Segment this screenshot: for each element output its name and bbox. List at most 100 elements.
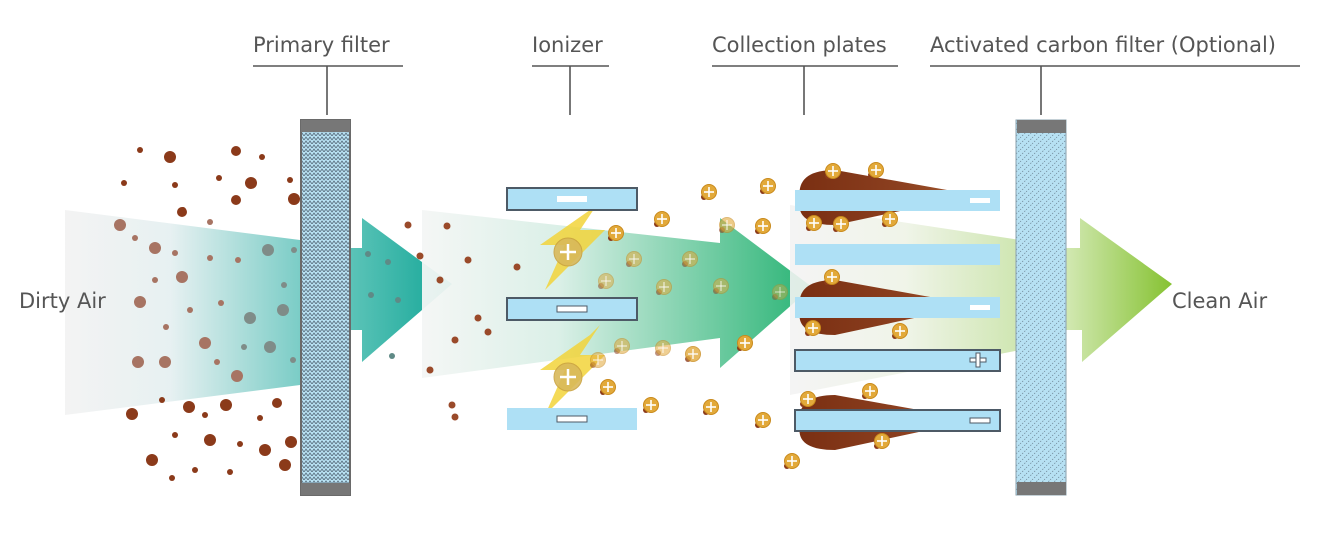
- dust-particle: [231, 370, 243, 382]
- dust-particle: [448, 401, 456, 409]
- dust-particle: [474, 314, 482, 322]
- carbon-filter-cap-top: [1017, 120, 1066, 133]
- dust-particle: [772, 294, 778, 300]
- dust-particle: [132, 235, 138, 241]
- dust-particle: [192, 467, 198, 473]
- dust-particle: [259, 444, 271, 456]
- dust-particle: [202, 412, 208, 418]
- dust-particle: [368, 292, 374, 298]
- collection-plate: [795, 244, 1000, 265]
- clean-air-label: Clean Air: [1172, 289, 1268, 313]
- dust-particle: [204, 434, 216, 446]
- primary-filter-label: Primary filter: [253, 33, 390, 57]
- dust-particle: [132, 356, 144, 368]
- dust-particle: [187, 307, 193, 313]
- dust-particle: [134, 296, 146, 308]
- ionizer-label: Ionizer: [532, 33, 603, 57]
- dust-particle: [159, 356, 171, 368]
- dust-particle: [290, 357, 296, 363]
- dust-particle: [288, 193, 300, 205]
- negative-sign: [970, 198, 990, 203]
- dust-particle: [159, 397, 165, 403]
- dust-particle: [259, 154, 265, 160]
- dust-particle: [235, 257, 241, 263]
- dust-particle: [264, 341, 276, 353]
- dust-particle: [262, 244, 274, 256]
- dust-particle: [416, 252, 424, 260]
- filters-layer: [300, 119, 1067, 496]
- dust-particle: [281, 282, 287, 288]
- dust-particle: [172, 432, 178, 438]
- dust-particle: [436, 276, 444, 284]
- dust-particle: [172, 182, 178, 188]
- dust-particle: [395, 297, 401, 303]
- dust-particle: [279, 459, 291, 471]
- dust-particle: [244, 312, 256, 324]
- dust-particle: [231, 195, 241, 205]
- dust-particle: [172, 250, 178, 256]
- dust-particle: [146, 454, 158, 466]
- dust-particle: [169, 475, 175, 481]
- dust-particle: [245, 177, 257, 189]
- negative-sign: [969, 417, 991, 424]
- dust-particle: [216, 175, 222, 181]
- collection-plate: [794, 409, 1001, 432]
- clean-air-arrow: [1065, 218, 1172, 362]
- collection-plate: [794, 349, 1001, 372]
- primary-filter: [300, 119, 351, 496]
- dust-particle: [121, 180, 127, 186]
- dust-particle: [464, 256, 472, 264]
- dust-particle: [484, 328, 492, 336]
- dust-particle: [237, 441, 243, 447]
- dust-particle: [214, 359, 220, 365]
- dust-particle: [451, 413, 459, 421]
- dust-particle: [152, 277, 158, 283]
- negative-sign: [556, 415, 588, 423]
- dust-particle: [389, 353, 395, 359]
- ionized-air-arrow: [422, 210, 812, 378]
- dust-particle: [114, 219, 126, 231]
- dust-particle: [257, 415, 263, 421]
- plus-sign: [975, 352, 981, 368]
- particles-layer: [114, 146, 908, 481]
- negative-sign: [556, 305, 588, 313]
- dust-particle: [149, 242, 161, 254]
- dust-particle: [231, 146, 241, 156]
- dust-particle: [285, 436, 297, 448]
- dust-particle: [164, 151, 176, 163]
- dust-particle: [199, 337, 211, 349]
- dust-particle: [220, 399, 232, 411]
- dirty-air-label: Dirty Air: [19, 289, 106, 313]
- dust-particle: [227, 469, 233, 475]
- negative-sign: [970, 305, 990, 310]
- dust-particle: [404, 221, 412, 229]
- dust-particle: [218, 300, 224, 306]
- dust-particle: [426, 366, 434, 374]
- dust-particle: [177, 207, 187, 217]
- dust-particle: [176, 271, 188, 283]
- collection-plates-label: Collection plates: [712, 33, 887, 57]
- dust-particle: [443, 222, 451, 230]
- positive-ion-icon: [772, 284, 788, 300]
- dust-particle: [241, 344, 247, 350]
- dust-particle: [183, 401, 195, 413]
- carbon-filter-cap-bottom: [1017, 482, 1066, 495]
- negative-sign: [557, 196, 587, 202]
- carbon-filter-label: Activated carbon filter (Optional): [930, 33, 1276, 57]
- dust-particle: [365, 251, 371, 257]
- dust-particle: [291, 247, 297, 253]
- dust-particle: [137, 147, 143, 153]
- collection-plate: [795, 297, 1000, 318]
- dust-particle: [277, 304, 289, 316]
- collection-plate: [795, 190, 1000, 211]
- dust-particle: [287, 177, 293, 183]
- dirty-air-flow: [65, 210, 300, 415]
- leader-lines-layer: [253, 65, 1300, 115]
- primary-filter-cap-top: [301, 120, 350, 132]
- dust-particle: [163, 324, 169, 330]
- dust-particle: [385, 259, 391, 265]
- dust-particle: [272, 398, 282, 408]
- dust-particle: [207, 219, 213, 225]
